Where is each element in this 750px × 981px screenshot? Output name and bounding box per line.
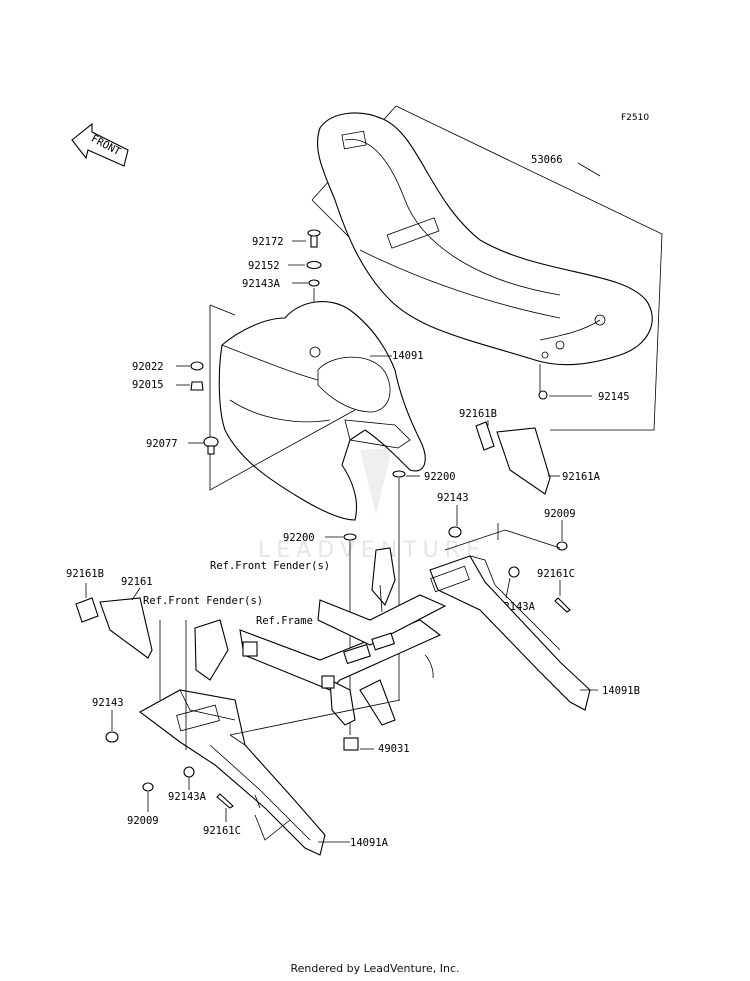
pad-92161b-left <box>75 597 99 623</box>
grommet-92143-right <box>448 526 462 538</box>
front-arrow-icon: FRONT <box>71 122 129 167</box>
guard-14091b <box>429 555 591 711</box>
label-92077: 92077 <box>146 438 178 450</box>
label-92161b-left: 92161B <box>66 568 104 580</box>
label-92022: 92022 <box>132 361 164 373</box>
tape-92161c-left <box>216 793 234 809</box>
front-fender-ref-right <box>371 547 396 607</box>
label-92143a-top: 92143A <box>242 278 281 290</box>
label-92143-left: 92143 <box>92 697 124 709</box>
side-cover-14091 <box>218 301 426 521</box>
label-92152: 92152 <box>248 260 280 272</box>
ref-frame: Ref.Frame <box>256 615 313 627</box>
footer-credit: Rendered by LeadVenture, Inc. <box>290 962 460 975</box>
label-53066: 53066 <box>531 154 563 166</box>
label-49031: 49031 <box>378 743 410 755</box>
label-92200-upper: 92200 <box>424 471 456 483</box>
pad-92161b-right <box>475 421 495 451</box>
seat-53066 <box>311 105 663 431</box>
pad-92161a <box>496 427 551 495</box>
pad-92161 <box>99 597 153 659</box>
washer-92143a-left <box>183 766 195 778</box>
washer-92200-lower <box>343 533 357 541</box>
label-92143a-left: 92143A <box>168 791 207 803</box>
ref-front-fender-left: Ref.Front Fender(s) <box>143 595 263 607</box>
label-14091b: 14091B <box>602 685 640 697</box>
frame-ref <box>239 584 447 726</box>
label-92015: 92015 <box>132 379 164 391</box>
washer-92143a-right <box>508 566 520 578</box>
label-92161c-left: 92161C <box>203 825 241 837</box>
ref-front-fender-right: Ref.Front Fender(s) <box>210 560 330 572</box>
bolt-92009-left <box>142 782 154 792</box>
label-92161: 92161 <box>121 576 153 588</box>
label-92161b-right: 92161B <box>459 408 497 420</box>
diagram-code: F2510 <box>621 113 649 123</box>
watermark-logo <box>360 448 392 515</box>
label-92161a: 92161A <box>562 471 601 483</box>
label-14091: 14091 <box>392 350 424 362</box>
label-92143-right: 92143 <box>437 492 469 504</box>
label-92200-lower: 92200 <box>283 532 315 544</box>
nut-92015 <box>190 381 204 391</box>
washer-92200-upper <box>392 470 406 478</box>
watermark: LEADVENTURE <box>258 538 486 563</box>
label-92172: 92172 <box>252 236 284 248</box>
washer-92152 <box>306 260 322 270</box>
front-fender-ref-left <box>194 619 229 681</box>
clip-49031 <box>343 737 359 751</box>
tape-92161c-right <box>554 597 571 613</box>
grommet-92143-left <box>105 731 119 743</box>
label-14091a: 14091A <box>350 837 389 849</box>
grommet-92022 <box>190 361 204 371</box>
bolt-92009-right <box>556 541 568 551</box>
label-92161c-right: 92161C <box>537 568 575 580</box>
label-92009-left: 92009 <box>127 815 159 827</box>
label-92145: 92145 <box>598 391 630 403</box>
label-92009-right: 92009 <box>544 508 576 520</box>
washer-92143a-top <box>308 279 320 287</box>
